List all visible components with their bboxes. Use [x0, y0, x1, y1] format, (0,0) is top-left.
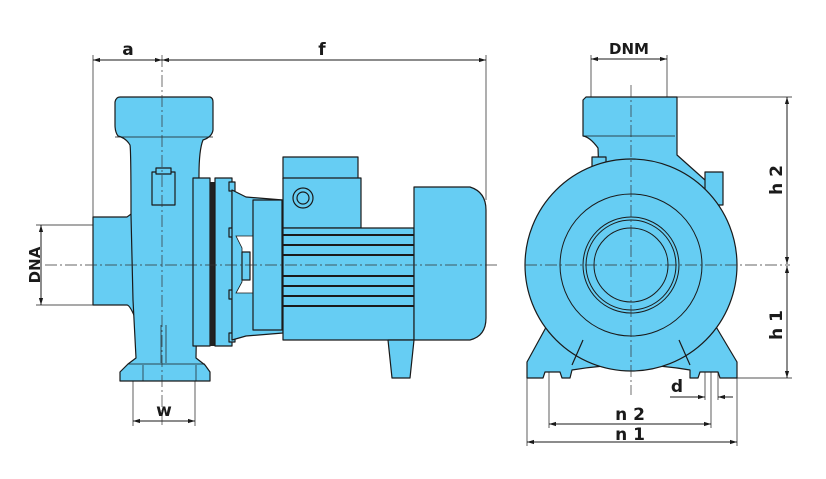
motor-foot	[387, 339, 415, 379]
dimension-a: a	[92, 40, 162, 217]
dimension-label-dna: DNA	[26, 246, 44, 283]
pump-casing	[114, 96, 214, 382]
plug-bolt	[151, 171, 176, 206]
dimension-h1: h 1	[737, 266, 792, 379]
dimension-f: f	[162, 40, 487, 200]
terminal-box-cover	[282, 156, 359, 180]
side-view: a f DNA w	[26, 40, 500, 426]
fan-cover	[413, 186, 487, 341]
motor-fins	[283, 234, 414, 307]
flange	[214, 177, 233, 347]
dimension-label-h2: h 2	[767, 165, 787, 195]
inlet-flange	[92, 204, 137, 321]
dimension-d: d	[670, 372, 733, 400]
seal-plate	[192, 177, 211, 347]
dimension-dnm: DNM	[590, 40, 668, 97]
dimension-label-h1: h 1	[767, 310, 787, 340]
dimension-n2: n 2	[548, 372, 712, 428]
dimension-label-a: a	[122, 40, 133, 60]
dimension-label-f: f	[318, 40, 326, 60]
dimension-label-d: d	[671, 377, 683, 397]
cable-gland-icon	[292, 187, 314, 209]
dimension-w: w	[132, 381, 196, 426]
shaft-coupling	[241, 251, 251, 281]
gasket	[210, 182, 215, 346]
dimension-dna: DNA	[26, 224, 93, 306]
front-view: DNM h 2 h 1 d n 2 n 1	[524, 40, 792, 446]
dimension-label-n1: n 1	[615, 425, 645, 445]
plug-bolt-head	[155, 167, 172, 175]
motor-body	[282, 227, 415, 341]
foot-rib	[571, 339, 584, 366]
dimension-label-n2: n 2	[615, 405, 645, 425]
dimension-label-w: w	[156, 401, 172, 421]
dimension-label-dnm: DNM	[609, 40, 649, 58]
dimension-n1: n 1	[526, 378, 738, 446]
foot-rib	[678, 339, 691, 366]
dimension-h2: h 2	[677, 96, 792, 264]
